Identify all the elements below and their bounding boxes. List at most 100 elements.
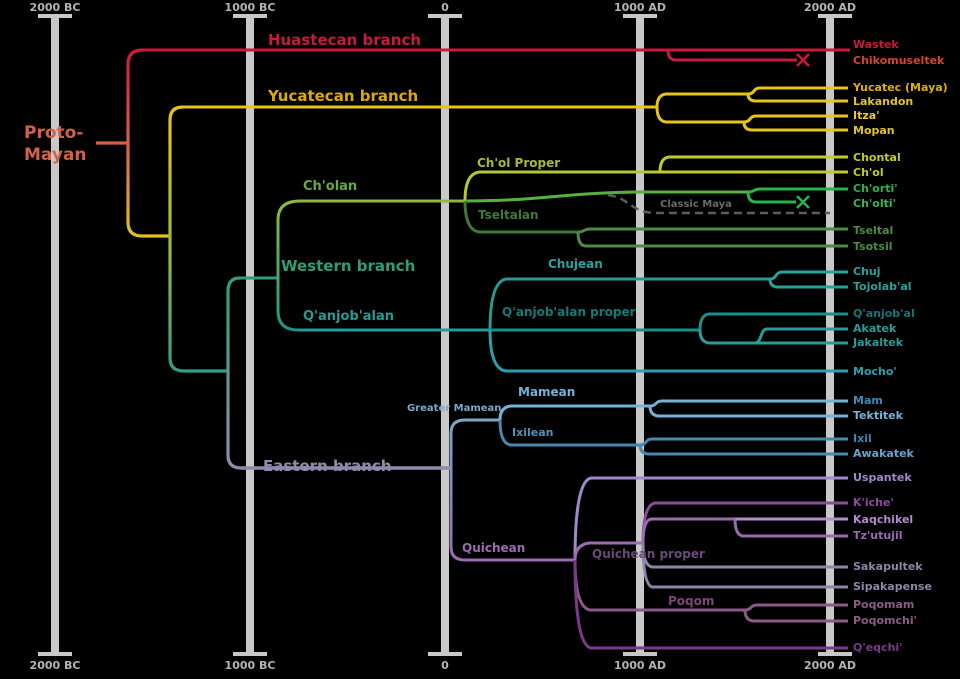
timeline-label-bottom-2000ad: 2000 AD (803, 659, 857, 672)
cholti-line (746, 191, 796, 204)
branch-label-huastecan: Huastecan branch (268, 31, 422, 49)
sipakapense-line (641, 542, 848, 589)
timeline-bar-0 (428, 14, 462, 656)
awakatek-line (638, 444, 848, 456)
western-fork (276, 199, 301, 332)
yucatecan-upper-fork (655, 92, 748, 108)
language-label-chuj: Chuj (853, 265, 881, 278)
language-label-akatek: Akatek (853, 322, 897, 335)
language-label-lakandon: Lakandon (853, 95, 914, 108)
language-label-cholti: Ch'olti' (853, 197, 896, 210)
branch-label-chujean: Chujean (548, 257, 603, 271)
branch-label-ixilean: Ixilean (512, 426, 554, 439)
akatek-jakaltek-stub (698, 329, 755, 345)
timeline-label-top-1000ad: 1000 AD (613, 1, 667, 14)
language-label-poqomchi: Poqomchi' (853, 614, 918, 627)
branch-label-chol-proper: Ch'ol Proper (477, 156, 561, 170)
trunk-lines (96, 48, 242, 470)
classic-maya-dashed-line (607, 193, 830, 215)
timeline-label-top-1000bc: 1000 BC (224, 1, 276, 14)
mocho-line (488, 329, 848, 373)
language-label-sakapultek: Sakapultek (853, 560, 923, 573)
branch-label-quichean: Quichean (462, 541, 526, 555)
tojolabal-line (768, 278, 848, 289)
language-label-itza: Itza' (853, 109, 880, 122)
language-label-kaqchikel: Kaqchikel (853, 513, 914, 526)
qeqchi-line (573, 559, 848, 650)
tzutujil-line (733, 518, 848, 538)
tsotsil-line (576, 231, 848, 248)
akatek-line (754, 327, 848, 345)
language-label-mocho: Mocho' (853, 365, 897, 378)
itza-line (743, 114, 848, 124)
language-label-yucatec: Yucatec (Maya) (853, 81, 948, 94)
qanjobal-line (698, 312, 848, 331)
language-label-awakatek: Awakatek (853, 447, 914, 460)
proto-mayan-label: Proto- Mayan (24, 122, 87, 166)
branch-label-qanjobalan: Q'anjob'alan (303, 309, 394, 324)
timeline-label-bottom-0: 0 (441, 659, 449, 672)
chorti-line (747, 187, 848, 194)
timeline-label-top-2000bc: 2000 BC (29, 1, 81, 14)
mamean-lines (241, 399, 848, 562)
branch-label-western: Western branch (281, 257, 416, 275)
language-label-tzutujil: Tz'utujil (853, 529, 903, 542)
mopan-line (742, 121, 848, 132)
tseltalan-line (463, 200, 578, 234)
yucatecan-branch-lines (183, 86, 848, 132)
language-label-qeqchi: Q'eqchi' (853, 641, 903, 654)
timeline-bar-1000bc (233, 14, 267, 656)
proto-mayan-line2: Mayan (24, 145, 87, 166)
timeline-label-top-2000ad: 2000 AD (803, 1, 857, 14)
split-western-eastern-fork (226, 276, 242, 470)
mam-line (649, 399, 848, 408)
chorti-group-line (464, 190, 748, 203)
cholti-extinct-cross (796, 195, 810, 209)
proto-mayan-line1: Proto- (24, 123, 84, 143)
qanjobalan-lines (298, 270, 848, 373)
language-label-chol: Ch'ol (853, 166, 884, 179)
timeline-label-top-0: 0 (441, 1, 449, 14)
language-label-chontal: Chontal (853, 151, 901, 164)
root-fork (126, 48, 171, 238)
ixilean-group-line (498, 419, 640, 447)
language-label-tojolabal: Tojolab'al (853, 280, 912, 293)
language-label-tsotsil: Tsotsil (853, 240, 893, 253)
kaqchikel-tzutujil-stub (641, 517, 735, 544)
extinct-markers (796, 53, 810, 209)
branch-label-cholan: Ch'olan (303, 179, 358, 194)
chikomuseltek-extinct-cross (796, 53, 810, 67)
poqomam-line (744, 603, 848, 612)
yucatecan-lower-fork (655, 106, 744, 124)
branch-label-eastern: Eastern branch (263, 457, 392, 475)
tektitek-line (648, 405, 848, 418)
language-label-poqomam: Poqomam (853, 598, 915, 611)
language-label-tektitek: Tektitek (853, 409, 903, 422)
branch-label-qanjobalan-proper: Q'anjob'alan proper (502, 305, 636, 319)
language-label-jakaltek: Jakaltek (853, 336, 904, 349)
quichean-proper-stub (573, 541, 643, 561)
language-label-ixil: Ixil (853, 432, 872, 445)
branch-label-yucatecan: Yucatecan branch (268, 87, 419, 105)
branch-label-quichean-proper: Quichean proper (592, 547, 705, 561)
language-label-chikomuseltek: Chikomuseltek (853, 54, 945, 67)
mamean-group-line (498, 404, 650, 421)
lakandon-line (746, 93, 848, 103)
cholan-lines (240, 155, 848, 332)
split-yucatecan-fork (168, 105, 229, 373)
yucatec-line (747, 86, 848, 96)
language-label-kiche: K'iche' (853, 496, 894, 509)
branch-label-mamean: Mamean (518, 385, 576, 399)
branch-label-tseltalan: Tseltalan (478, 208, 539, 222)
branch-label-classic-maya: Classic Maya (660, 199, 732, 210)
timeline-label-bottom-2000bc: 2000 BC (29, 659, 81, 672)
branch-label-greater-mamean: Greater Mamean (407, 403, 502, 414)
timeline-label-bottom-1000bc: 1000 BC (224, 659, 276, 672)
timeline-bar-2000bc (38, 14, 72, 656)
language-label-mopan: Mopan (853, 124, 895, 137)
chol-proper-line (463, 170, 660, 202)
quichean-lines (465, 476, 848, 650)
poqomchi-line (743, 609, 848, 623)
